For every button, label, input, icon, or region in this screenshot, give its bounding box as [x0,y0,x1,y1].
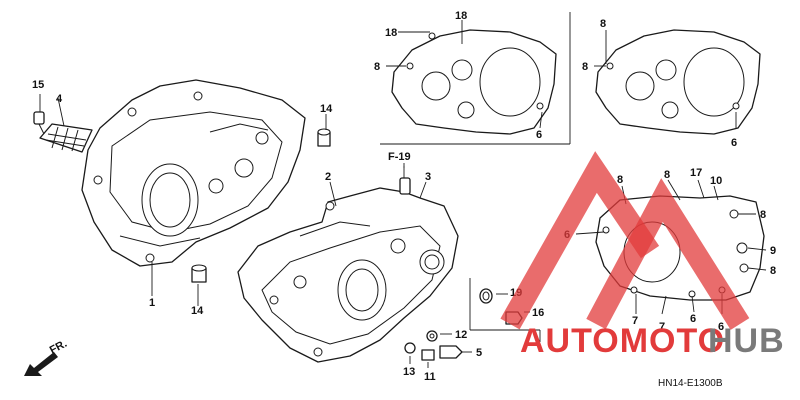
right-crankcase[interactable] [237,177,459,363]
callout-cover-bolt-18a: 18 [385,27,397,39]
callout-drain-bolt: 5 [476,347,482,359]
callout-cover-bolt-8d: 8 [617,174,623,186]
dowel-pin-lower[interactable] [191,264,207,283]
callout-drain-plug: 12 [455,329,467,341]
callout-cover-bolt-7b: 7 [659,321,665,333]
screen-bolt[interactable] [33,111,45,135]
callout-dowel-pin-upper: 14 [320,103,333,115]
drain-washer[interactable] [421,349,435,361]
callout-plug-washer: 13 [403,366,415,378]
callout-cover-bolt-9: 9 [770,245,776,257]
callout-cover-bolt-17: 17 [690,167,702,179]
callout-cover-bolt-6e: 6 [718,321,724,333]
callout-cover-bolt-7a: 7 [632,315,638,327]
callout-cover-bolt-8b: 8 [600,18,606,30]
front-arrow-icon [24,352,58,376]
watermark-brand-part2: HUB [708,322,785,360]
callout-cover-bolt-8c: 8 [582,61,588,73]
automotohub-watermark: AUTOMOTO HUB [500,151,785,360]
callout-right-case: 2 [325,171,331,183]
callout-oil-screen: 4 [56,93,63,105]
callout-screen-bolt: 15 [32,79,44,91]
front-arrow-label: FR. [48,338,69,357]
drain-bolt[interactable] [439,345,463,359]
callout-right-case-b: 3 [425,171,431,183]
plug-washer[interactable] [404,342,416,354]
callout-oil-pin: 16 [532,307,544,319]
left-crankcase[interactable] [81,79,306,267]
cover-section-divider [380,12,571,145]
reference-label: F-19 [388,151,411,163]
callout-drain-washer: 11 [424,371,436,383]
callout-cover-bolt-8f: 8 [760,209,766,221]
dowel-pin-upper[interactable] [317,128,331,147]
part-code: HN14-E1300B [658,378,723,389]
reference-mark: F-19 [388,151,411,168]
callout-cover-bolt-18b: 18 [455,10,467,22]
watermark-brand-part1: AUTOMOTO [520,322,725,360]
front-arrow: FR. [24,338,69,376]
oil-screen[interactable] [39,123,93,153]
callout-labels: 1 2 3 4 15 14 14 19 16 12 5 13 11 18 18 … [32,10,776,383]
drain-plug[interactable] [426,330,438,342]
cover-gasket-left[interactable] [391,29,557,135]
leader-lines [39,20,767,368]
callout-cover-bolt-8g: 8 [770,265,776,277]
o-ring[interactable] [479,288,493,304]
callout-dowel-pin-lower: 14 [191,305,204,317]
callout-cover-bolt-6a: 6 [536,129,542,141]
callout-cover-bolt-8a: 8 [374,61,380,73]
callout-cover-bolt-6d: 6 [690,313,696,325]
callout-gasket: 10 [710,175,722,187]
callout-left-case: 1 [149,297,155,309]
callout-cover-bolt-6b: 6 [731,137,737,149]
cover-gasket-right[interactable] [595,29,761,135]
callout-cover-bolt-8e: 8 [664,169,670,181]
